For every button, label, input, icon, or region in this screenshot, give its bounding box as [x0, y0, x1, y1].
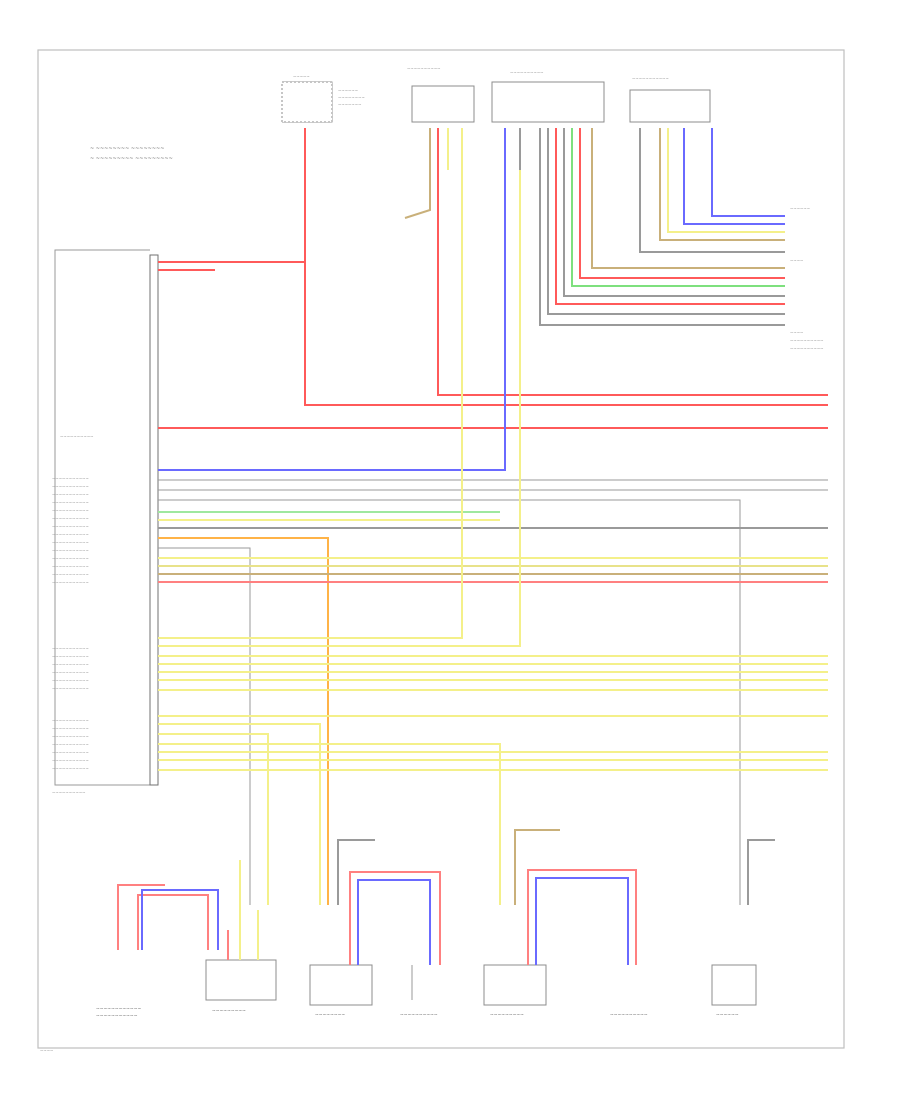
svg-text:~~~~~~~~~~: ~~~~~~~~~~ [400, 1013, 438, 1018]
svg-text:~~~~~~~~: ~~~~~~~~ [315, 1013, 345, 1018]
svg-text:~~~~~~~~~~~: ~~~~~~~~~~~ [52, 532, 89, 537]
top-left-module-wires [404, 128, 449, 219]
svg-text:~~~~~~~~~~: ~~~~~~~~~~ [790, 338, 824, 343]
svg-text:~~~~~~~~~: ~~~~~~~~~ [490, 1013, 524, 1018]
top-center-module-wires [519, 128, 785, 326]
svg-text:~~~~~~~~~~~: ~~~~~~~~~~~ [52, 654, 89, 659]
component-bottom-2: ~~~~~~~~~ [205, 860, 277, 1014]
wire-yellow-bus-1 [158, 128, 463, 639]
svg-text:~~~~~~~~~~~~: ~~~~~~~~~~~~ [96, 1007, 141, 1012]
svg-text:~~~~~~~~~~~: ~~~~~~~~~~~ [52, 662, 89, 667]
svg-text:~~~~~~~~~~~: ~~~~~~~~~~~ [52, 718, 89, 723]
svg-text:~~~~~~: ~~~~~~ [790, 206, 810, 211]
svg-text:~~~~~~~~~~~: ~~~~~~~~~~~ [52, 540, 89, 545]
right-terminal-labels: ~~~~~~ ~~~~ ~~~~ ~~~~~~~~~~ ~~~~~~~~~~ [790, 206, 824, 351]
component-bottom-5: ~~~~~~~~~ [483, 829, 637, 1018]
svg-text:~~~~~~~~~~: ~~~~~~~~~~ [790, 346, 824, 351]
svg-text:~~~~~~~~~~~: ~~~~~~~~~~~ [632, 76, 669, 81]
component-bottom-4: ~~~~~~~~~~ [400, 965, 438, 1018]
svg-text:~~~~~~: ~~~~~~ [716, 1013, 739, 1018]
svg-text:~ ~~~~~~~~~ ~~~~~~~~~: ~ ~~~~~~~~~ ~~~~~~~~~ [90, 156, 173, 162]
wire-orange-1 [158, 537, 329, 905]
svg-text:~~~~~~~~~~~: ~~~~~~~~~~~ [52, 564, 89, 569]
svg-text:~~~~~~~~~~~: ~~~~~~~~~~~ [52, 766, 89, 771]
svg-text:~~~~~~~~~~~: ~~~~~~~~~~~ [52, 758, 89, 763]
wire-yellow-bus-2 [158, 128, 521, 647]
component-bottom-3: ~~~~~~~~ [309, 839, 441, 1018]
component-bottom-6: ~~~~~~~~~~ [610, 1013, 648, 1018]
svg-text:~~~~~~: ~~~~~~ [338, 88, 358, 93]
svg-text:~~~~~~~~~~: ~~~~~~~~~~ [610, 1013, 648, 1018]
svg-text:~~~~~~~~~~: ~~~~~~~~~~ [60, 434, 94, 439]
wire-blue-1 [158, 128, 506, 471]
component-bottom-1: ~~~~~~~~~~~~ ~~~~~~~~~~~ [96, 884, 219, 1019]
svg-text:~ ~~~~~~~~ ~~~~~~~~: ~ ~~~~~~~~ ~~~~~~~~ [90, 146, 164, 152]
svg-text:~~~~~~~~~~~: ~~~~~~~~~~~ [52, 580, 89, 585]
svg-text:~~~~~~~~~~: ~~~~~~~~~~ [52, 790, 86, 795]
svg-text:~~~~~~~~: ~~~~~~~~ [338, 95, 365, 100]
svg-text:~~~~~~~~~~~: ~~~~~~~~~~~ [52, 726, 89, 731]
svg-text:~~~~~~~~~~~: ~~~~~~~~~~~ [52, 508, 89, 513]
module-top-left: ~~~~~~~~~~ [407, 66, 475, 123]
module-top-right: ~~~~~~~~~~~ [629, 76, 711, 123]
svg-text:~~~~~~~~~~~: ~~~~~~~~~~~ [52, 646, 89, 651]
wire-yellow-bus-10 [158, 733, 269, 905]
fuse-box-top: ~~~~~ ~~~~~~ ~~~~~~~~ ~~~~~~~ [281, 74, 365, 123]
wire-red-long-1 [304, 262, 828, 406]
svg-text:~~~~: ~~~~ [790, 258, 803, 263]
svg-text:~~~~~~~: ~~~~~~~ [338, 102, 361, 107]
wire-red-long-2 [437, 128, 828, 396]
svg-text:~~~~~~~~~~~: ~~~~~~~~~~~ [52, 524, 89, 529]
svg-text:~~~~~~~~~~~: ~~~~~~~~~~~ [52, 750, 89, 755]
svg-text:~~~~~~~~~~~: ~~~~~~~~~~~ [52, 500, 89, 505]
svg-text:~~~~~~~~~~~: ~~~~~~~~~~~ [96, 1014, 138, 1019]
svg-text:~~~~~~~~~~~: ~~~~~~~~~~~ [52, 492, 89, 497]
component-bottom-7: ~~~~~~ [711, 839, 775, 1018]
svg-text:~~~~~~~~~~: ~~~~~~~~~~ [510, 70, 544, 75]
svg-text:~~~~~~~~~~~: ~~~~~~~~~~~ [52, 572, 89, 577]
svg-text:~~~~~~~~~~~: ~~~~~~~~~~~ [52, 734, 89, 739]
legend-notes: ~ ~~~~~~~~ ~~~~~~~~ ~ ~~~~~~~~~ ~~~~~~~~… [90, 146, 173, 162]
footer-mark: ~~~~ [40, 1048, 53, 1053]
wire-yellow-bus-9 [158, 723, 321, 905]
wire-grey-5 [158, 547, 251, 905]
svg-text:~~~~~~~~~~~: ~~~~~~~~~~~ [52, 678, 89, 683]
svg-text:~~~~~~~~~~~: ~~~~~~~~~~~ [52, 516, 89, 521]
svg-text:~~~~~~~~~~: ~~~~~~~~~~ [407, 66, 441, 71]
wire-red-upper-1 [158, 128, 306, 263]
svg-text:~~~~: ~~~~ [790, 330, 803, 335]
svg-text:~~~~~~~~~: ~~~~~~~~~ [212, 1009, 246, 1014]
svg-text:~~~~~~~~~~~: ~~~~~~~~~~~ [52, 476, 89, 481]
top-right-module-wires [639, 128, 785, 253]
svg-text:~~~~~~~~~~~: ~~~~~~~~~~~ [52, 670, 89, 675]
svg-text:~~~~~~~~~~~: ~~~~~~~~~~~ [52, 484, 89, 489]
svg-text:~~~~~: ~~~~~ [293, 74, 310, 79]
control-module-outline [54, 249, 150, 786]
control-module-pins: ~~~~~~~~~~ ~~~~~~~~~~~ ~~~~~~~~~~~ ~~~~~… [52, 254, 159, 795]
svg-text:~~~~~~~~~~~: ~~~~~~~~~~~ [52, 686, 89, 691]
diagram-frame [37, 49, 845, 1049]
svg-text:~~~~~~~~~~~: ~~~~~~~~~~~ [52, 742, 89, 747]
module-top-center: ~~~~~~~~~~ [491, 70, 605, 123]
wire-grey-3 [158, 499, 741, 905]
svg-text:~~~~~~~~~~~: ~~~~~~~~~~~ [52, 556, 89, 561]
wire-yellow-bus-11 [158, 743, 501, 905]
svg-text:~~~~~~~~~~~: ~~~~~~~~~~~ [52, 548, 89, 553]
